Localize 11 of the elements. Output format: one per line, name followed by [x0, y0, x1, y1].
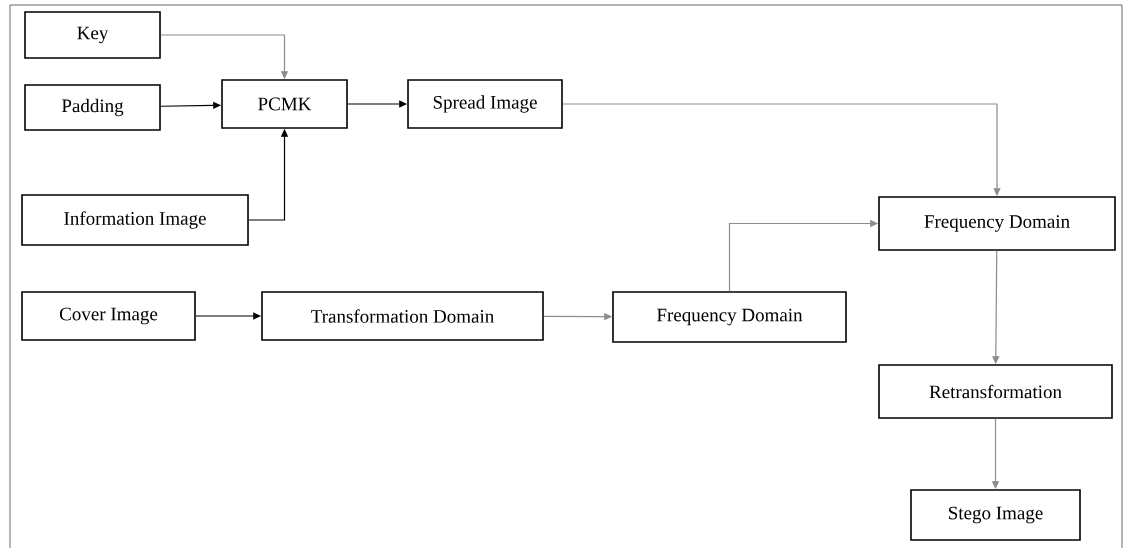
- process-box: Key: [24, 11, 161, 59]
- process-box: Cover Image: [21, 291, 196, 341]
- process-box: PCMK: [221, 79, 348, 129]
- process-box: Frequency Domain: [878, 196, 1116, 251]
- process-box: Padding: [24, 84, 161, 131]
- process-box: Transformation Domain: [261, 291, 544, 341]
- process-box: Spread Image: [407, 79, 563, 129]
- process-box: Frequency Domain: [612, 291, 847, 343]
- process-box: Retransformation: [878, 364, 1113, 419]
- process-box: Information Image: [21, 194, 249, 246]
- process-box: Stego Image: [910, 489, 1081, 541]
